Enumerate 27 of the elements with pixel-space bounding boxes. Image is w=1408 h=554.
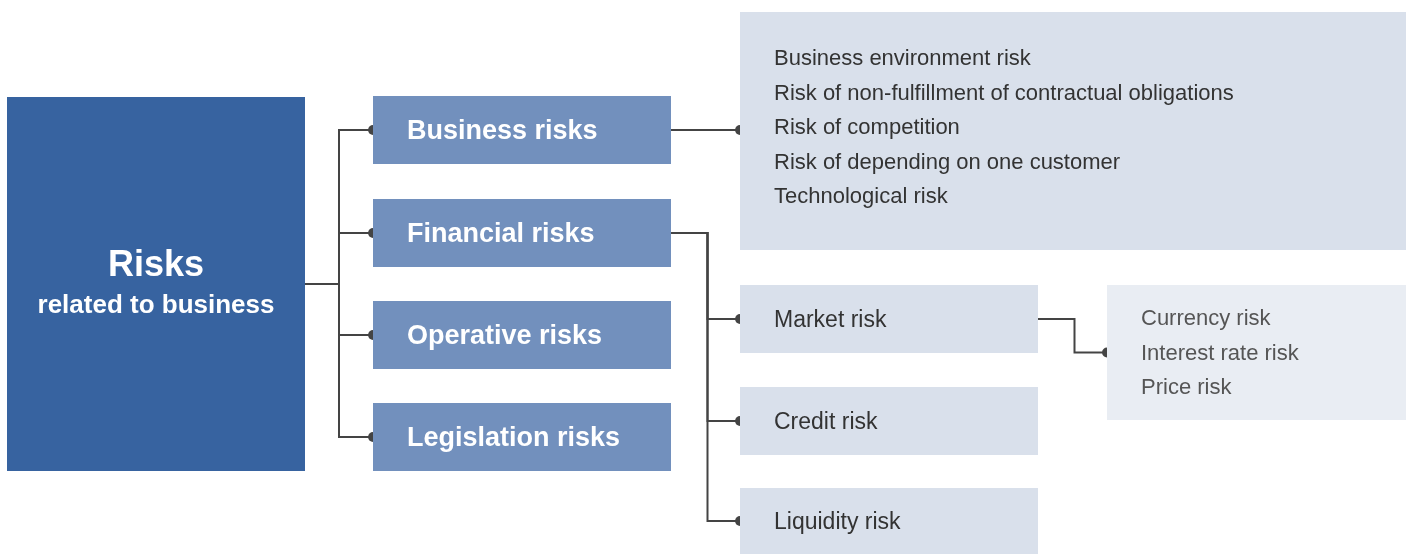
heading-text: Risks xyxy=(106,244,206,284)
list-panel xyxy=(740,12,1406,250)
category-box xyxy=(373,403,671,471)
box-label: Business risks xyxy=(407,114,599,147)
list-item: Business environment risk xyxy=(774,44,1032,72)
subcategory-box xyxy=(740,285,1038,353)
list-item: Risk of competition xyxy=(774,113,961,141)
box-label: related to business xyxy=(36,288,276,321)
list-item: Risk of depending on one customer xyxy=(774,147,1122,176)
box-label: Financial risks xyxy=(407,217,596,250)
category-box xyxy=(373,96,671,164)
list-item: Price risk xyxy=(1141,373,1233,401)
box-label: Credit risk xyxy=(774,406,879,436)
box-label: Liquidity risk xyxy=(774,506,902,536)
subcategory-box xyxy=(740,488,1038,554)
list-item: Currency risk xyxy=(1141,304,1272,332)
category-box xyxy=(373,199,671,267)
category-box xyxy=(373,301,671,369)
list-item: Technological risk xyxy=(774,182,949,210)
box-label: Legislation risks xyxy=(407,421,622,454)
box-label: Operative risks xyxy=(407,319,604,352)
list-panel xyxy=(1107,285,1406,420)
list-item: Risk of non-fulfillment of contractual obligations xyxy=(774,78,1235,107)
subcategory-box xyxy=(740,387,1038,455)
list-item: Interest rate risk xyxy=(1141,338,1300,367)
box-label: Market risk xyxy=(774,304,888,334)
root-box xyxy=(7,97,305,471)
